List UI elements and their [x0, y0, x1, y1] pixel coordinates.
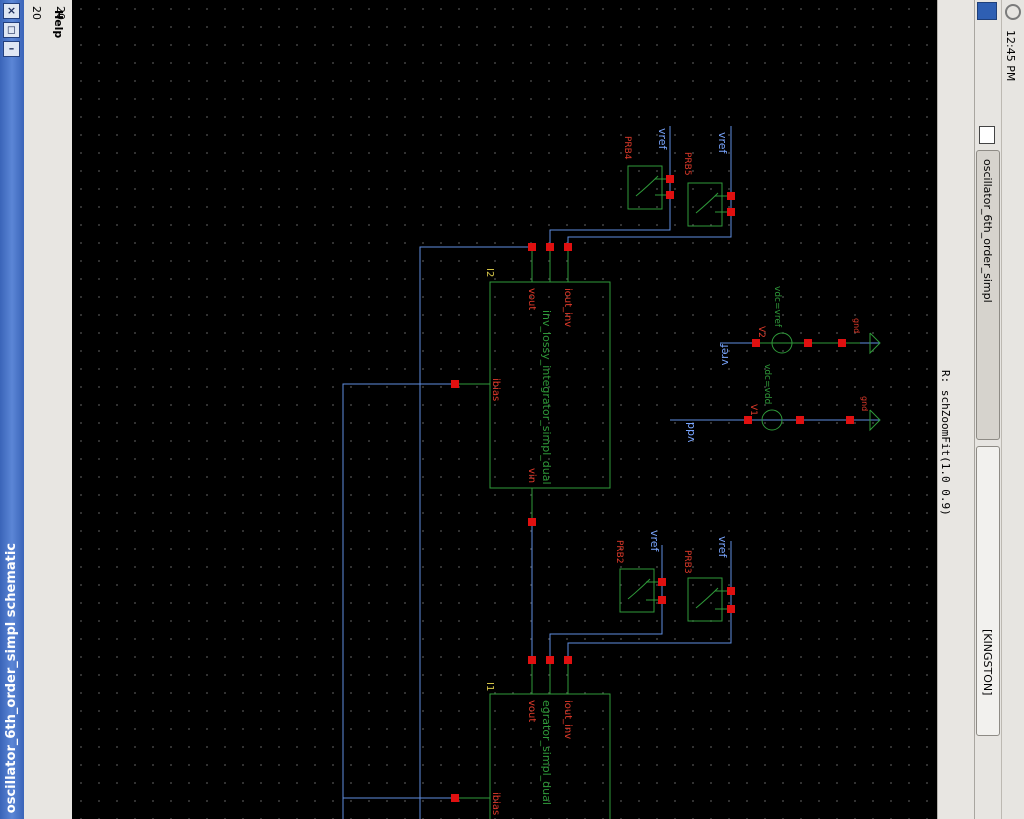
- gnd-label-v1: gnd: [860, 396, 869, 412]
- instance-i2: [489, 281, 611, 489]
- probe-prb5-box[interactable]: [687, 182, 723, 227]
- probe-prb2-box[interactable]: [619, 568, 655, 613]
- clock[interactable]: 12:45 PM: [1004, 30, 1017, 82]
- pin-label-iout-inv: iout_inv: [562, 288, 573, 328]
- probe-label-prb3: PRB3: [682, 550, 692, 574]
- taskbar-label: oscillator_6th_order_simpl: [981, 159, 994, 303]
- pin-label-ibias: ibias: [490, 378, 501, 402]
- window-title: oscillator_6th_order_simpl schematic: [4, 542, 19, 813]
- volume-icon[interactable]: [1005, 4, 1021, 20]
- schematic-canvas[interactable]: I2 inv_lossy_integrator_simpl_dual vout …: [72, 0, 937, 819]
- instance-box[interactable]: [489, 693, 611, 819]
- net-label-vdd: vdd: [684, 422, 697, 443]
- instance-i1: [489, 693, 611, 819]
- net-label-vref: vref: [716, 132, 729, 154]
- pin-label-ibias-i1: ibias: [490, 792, 501, 816]
- probe-label-prb4: PRB4: [622, 136, 632, 160]
- maximize-icon[interactable]: ◻: [3, 22, 20, 38]
- taskbar-item-schematic[interactable]: oscillator_6th_order_simpl: [976, 150, 1000, 440]
- instance-cell-i2: inv_lossy_integrator_simpl_dual: [540, 310, 553, 485]
- pins: [451, 175, 854, 802]
- command-status: R: schZoomFit(1.0 0.9): [939, 370, 952, 516]
- desktop-icon[interactable]: [977, 2, 997, 20]
- source-param-v2: vdc=vref: [772, 286, 782, 328]
- probe-label-prb5: PRB5: [682, 152, 692, 176]
- menu-number-label: 20: [30, 6, 43, 20]
- pin-label-iout-inv-i1: iout_inv: [562, 700, 573, 740]
- pin-label-vout: vout: [526, 288, 537, 311]
- instance-id-i2: I2: [484, 268, 495, 278]
- pin-label-vin: vin: [526, 468, 537, 484]
- instance-id-i1: I1: [484, 682, 495, 692]
- minimize-icon[interactable]: –: [3, 41, 20, 57]
- status-strip: [937, 0, 975, 819]
- instance-cell-i1: egrator_simpl_dual: [540, 700, 553, 805]
- source-label-v2: V2: [756, 326, 766, 338]
- net-label-vref: vref: [648, 530, 661, 552]
- menu-strip: 20 Help: [24, 0, 89, 819]
- probe-prb4-box[interactable]: [627, 165, 663, 210]
- window-titlebar[interactable]: × ◻ – oscillator_6th_order_simpl schemat…: [0, 0, 24, 819]
- source-label-v1: V1: [748, 404, 758, 416]
- gnd-label-v2: gnd: [852, 318, 861, 334]
- help-menu-label[interactable]: Help: [52, 10, 65, 39]
- vsource-v1-symbol[interactable]: [761, 409, 783, 431]
- schematic-drawing: [342, 126, 881, 819]
- window-list-icon[interactable]: [979, 126, 995, 144]
- wires: [342, 126, 880, 819]
- instance-box[interactable]: [489, 281, 611, 489]
- system-tray: [1001, 0, 1024, 819]
- net-label-vref: vref: [656, 128, 669, 150]
- source-param-v1: vdc=vdd: [762, 364, 772, 405]
- close-icon[interactable]: ×: [3, 3, 20, 19]
- taskbar-item-kingston[interactable]: [KINGSTON]: [976, 446, 1000, 736]
- taskbar-label: [KINGSTON]: [981, 629, 994, 696]
- vsource-v2-symbol[interactable]: [771, 332, 793, 354]
- pin-label-vout-i1: vout: [526, 700, 537, 723]
- probe-prb3-box[interactable]: [687, 577, 723, 622]
- net-label-vref: vref: [718, 344, 731, 366]
- net-label-vref: vref: [716, 536, 729, 558]
- menu-number: 20: [54, 6, 67, 20]
- probe-label-prb2: PRB2: [614, 540, 624, 564]
